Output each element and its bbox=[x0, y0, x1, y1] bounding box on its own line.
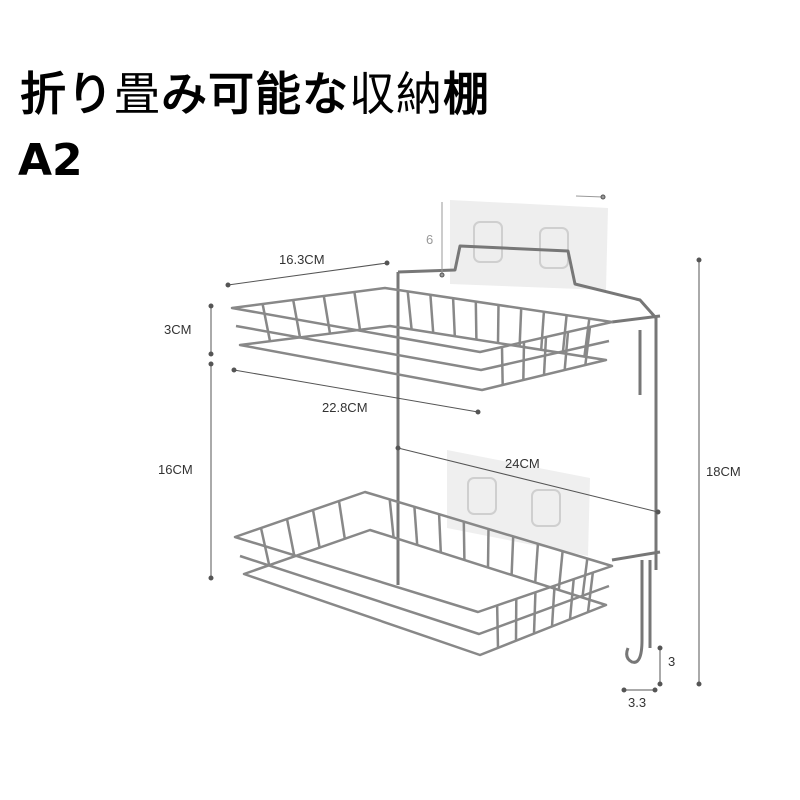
dim-hook-width: 3.3 bbox=[628, 695, 646, 710]
basket-wire bbox=[462, 521, 466, 561]
dim-tier-gap: 16CM bbox=[158, 462, 193, 477]
basket-wire bbox=[259, 527, 271, 566]
frame bbox=[396, 244, 661, 664]
basket-wire bbox=[532, 592, 537, 634]
dim-hook-height: 3 bbox=[668, 654, 675, 669]
dimension-labels: 16.3CM 3CM 22.8CM 16CM 24CM 18CM 3 3.3 6 bbox=[158, 232, 741, 710]
basket-wire bbox=[311, 509, 321, 548]
product-title: 折り畳み可能な収納棚 bbox=[20, 67, 490, 121]
basket-wire bbox=[388, 499, 395, 538]
basket-wire bbox=[500, 346, 504, 386]
basket-wire bbox=[563, 331, 570, 371]
basket-wire bbox=[522, 341, 526, 381]
basket-wire bbox=[586, 572, 595, 613]
dim-plate-height: 6 bbox=[426, 232, 433, 247]
basket-wire bbox=[451, 298, 457, 337]
adhesive-plate-bottom bbox=[447, 450, 590, 556]
dim-top-depth: 16.3CM bbox=[279, 252, 325, 267]
dimension-lines bbox=[208, 194, 702, 693]
plate-clips bbox=[467, 221, 569, 527]
model-label: A2 bbox=[18, 135, 83, 186]
basket-wire bbox=[474, 301, 478, 340]
basket-wire bbox=[568, 579, 575, 620]
basket-wire bbox=[337, 500, 347, 539]
basket-wire bbox=[557, 551, 564, 591]
basket-wire bbox=[581, 558, 589, 598]
basket-wire bbox=[510, 536, 515, 576]
basket-wire bbox=[550, 585, 556, 627]
basket-wire bbox=[291, 299, 302, 338]
basket-wire bbox=[539, 311, 546, 350]
dim-basket-width: 22.8CM bbox=[322, 400, 368, 415]
basket-wire bbox=[495, 605, 500, 648]
basket-wire bbox=[584, 326, 592, 366]
basket-wire bbox=[533, 543, 540, 583]
basket-wire bbox=[486, 528, 490, 568]
top-basket bbox=[230, 286, 614, 392]
basket-wire bbox=[261, 303, 272, 342]
bottom-basket bbox=[233, 490, 614, 657]
basket-wire bbox=[429, 294, 435, 333]
basket-wire bbox=[561, 315, 568, 354]
basket-wire bbox=[583, 318, 591, 357]
basket-wire bbox=[496, 304, 500, 344]
basket-wire bbox=[353, 291, 362, 330]
basket-wire bbox=[406, 291, 413, 330]
dim-basket-height: 3CM bbox=[164, 322, 191, 337]
dim-overall-height: 18CM bbox=[706, 464, 741, 479]
basket-wire bbox=[413, 506, 419, 546]
basket-wire bbox=[437, 514, 443, 553]
basket-wire bbox=[285, 518, 296, 557]
basket-wire bbox=[322, 295, 332, 334]
basket-wire bbox=[518, 308, 523, 347]
dim-overall-width: 24CM bbox=[505, 456, 540, 471]
basket-wire bbox=[542, 336, 548, 376]
